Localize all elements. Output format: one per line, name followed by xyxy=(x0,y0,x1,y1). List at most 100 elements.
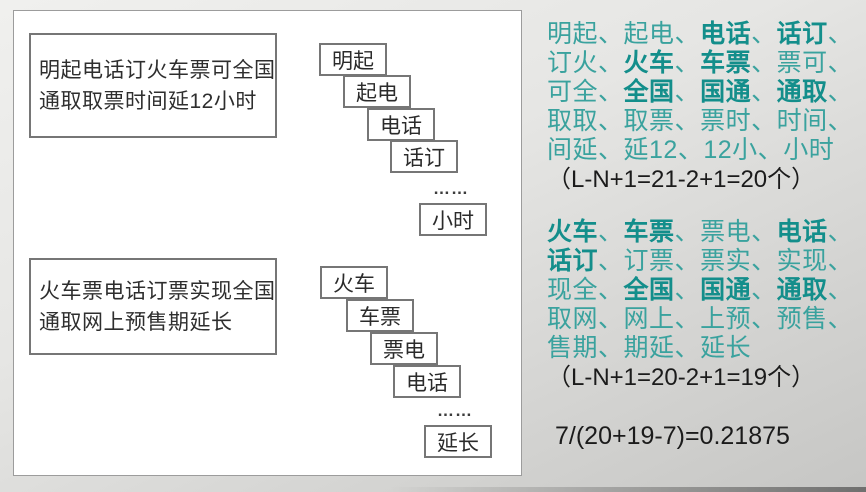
separator: 、 xyxy=(674,78,701,106)
bigram-shared: 电话 xyxy=(776,218,828,246)
bigram-box: 车票 xyxy=(346,299,414,332)
bottom-edge-shadow xyxy=(389,487,866,492)
sentence-box-1: 明起电话订火车票可全国 通取取票时间延12小时 xyxy=(29,33,277,138)
bigram: 可全 xyxy=(547,78,599,106)
separator: 、 xyxy=(674,107,701,135)
separator: 、 xyxy=(674,247,701,275)
separator: 、 xyxy=(598,49,624,77)
separator: 、 xyxy=(827,49,854,77)
bigram-box: 票电 xyxy=(370,332,438,365)
bigram-shared: 火车 xyxy=(547,218,599,246)
count-formula-2: （L-N+1=20-2+1=19个） xyxy=(547,364,816,391)
separator: 、 xyxy=(827,107,854,135)
bigram-analysis-column: 明起、起电、电话、话订、订火、火车、车票、票可、可全、全国、国通、通取、取取、取… xyxy=(547,20,863,451)
bigram-box: 火车 xyxy=(320,266,388,299)
bigram-shared: 车票 xyxy=(700,49,752,77)
bigram-box: 明起 xyxy=(319,43,387,76)
bigram: 订票 xyxy=(623,247,675,275)
bigram: 订火 xyxy=(547,49,599,77)
separator: 、 xyxy=(598,247,624,275)
ellipsis: …… xyxy=(437,401,473,420)
sentence-2-line-2: 通取网上预售期延长 xyxy=(39,310,233,334)
separator: 、 xyxy=(751,78,777,106)
bigram-shared: 国通 xyxy=(700,276,752,304)
sentence-box-2: 火车票电话订票实现全国 通取网上预售期延长 xyxy=(29,258,277,355)
separator: 、 xyxy=(598,276,624,304)
sentence-1-line-1: 明起电话订火车票可全国 xyxy=(39,58,276,82)
separator: 、 xyxy=(674,334,701,362)
bigram-shared: 通取 xyxy=(776,276,828,304)
bigram-line: 话订、订票、票实、实现、 xyxy=(547,247,863,276)
bigram: 网上 xyxy=(623,305,675,333)
similarity-formula: 7/(20+19-7)=0.21875 xyxy=(555,422,790,450)
bigram-box: 电话 xyxy=(367,108,435,141)
separator: 、 xyxy=(751,107,777,135)
sentence-1-line-2: 通取取票时间延12小时 xyxy=(39,89,257,113)
bigram: 间延 xyxy=(547,136,599,164)
bigram: 售期 xyxy=(547,334,599,362)
bigram: 期延 xyxy=(623,334,675,362)
bigram: 实现 xyxy=(776,247,828,275)
separator: 、 xyxy=(751,305,777,333)
bigram-shared: 话订 xyxy=(776,20,828,48)
separator: 、 xyxy=(598,20,624,48)
separator: 、 xyxy=(751,276,777,304)
separator: 、 xyxy=(674,218,701,246)
bigram-line: 订火、火车、车票、票可、 xyxy=(547,49,863,78)
separator: 、 xyxy=(674,20,701,48)
bigram-shared: 电话 xyxy=(700,20,752,48)
bigram-shared: 话订 xyxy=(547,247,599,275)
separator: 、 xyxy=(827,276,854,304)
count-formula-1: （L-N+1=21-2+1=20个） xyxy=(547,166,816,193)
bigram: 现全 xyxy=(547,276,599,304)
bigram: 票可 xyxy=(776,49,828,77)
separator: 、 xyxy=(677,136,704,164)
separator: 、 xyxy=(674,276,701,304)
bigram: 取网 xyxy=(547,305,599,333)
bigram-shared: 全国 xyxy=(623,78,675,106)
bigram: 票实 xyxy=(700,247,752,275)
bigram: 取票 xyxy=(623,107,675,135)
bigram-line: 可全、全国、国通、通取、 xyxy=(547,78,863,107)
bigram-box: 电话 xyxy=(393,365,461,398)
diagram-panel: 明起电话订火车票可全国 通取取票时间延12小时 明起 起电 电话 话订 …… 小… xyxy=(13,10,522,476)
separator: 、 xyxy=(751,218,777,246)
bigram-list-1: 明起、起电、电话、话订、订火、火车、车票、票可、可全、全国、国通、通取、取取、取… xyxy=(547,20,863,165)
bigram: 12小 xyxy=(703,136,758,164)
bigram-box: 小时 xyxy=(419,203,487,236)
bigram-box: 起电 xyxy=(343,75,411,108)
bigram-shared: 通取 xyxy=(776,78,828,106)
separator: 、 xyxy=(757,136,784,164)
bigram-line: 售期、期延、延长 xyxy=(547,334,863,363)
bigram: 小时 xyxy=(783,136,835,164)
separator: 、 xyxy=(751,247,777,275)
bigram-line: 间延、延12、12小、小时 xyxy=(547,136,863,165)
separator: 、 xyxy=(598,305,624,333)
separator: 、 xyxy=(827,305,854,333)
bigram-line: 现全、全国、国通、通取、 xyxy=(547,276,863,305)
separator: 、 xyxy=(598,107,624,135)
bigram-box: 话订 xyxy=(390,140,458,173)
bigram-box: 延长 xyxy=(424,425,492,458)
bigram: 延12 xyxy=(623,136,678,164)
separator: 、 xyxy=(827,247,854,275)
bigram-list-2: 火车、车票、票电、电话、话订、订票、票实、实现、现全、全国、国通、通取、取网、网… xyxy=(547,218,863,363)
separator: 、 xyxy=(751,20,777,48)
bigram-line: 取取、取票、票时、时间、 xyxy=(547,107,863,136)
bigram: 取取 xyxy=(547,107,599,135)
separator: 、 xyxy=(598,78,624,106)
separator: 、 xyxy=(751,49,777,77)
separator: 、 xyxy=(598,218,624,246)
separator: 、 xyxy=(827,218,854,246)
ellipsis: …… xyxy=(433,179,469,198)
separator: 、 xyxy=(598,334,624,362)
bigram: 预售 xyxy=(776,305,828,333)
bigram: 明起 xyxy=(547,20,599,48)
sentence-2-line-1: 火车票电话订票实现全国 xyxy=(39,279,276,303)
bigram: 延长 xyxy=(700,334,752,362)
separator: 、 xyxy=(598,136,624,164)
separator: 、 xyxy=(827,20,854,48)
bigram: 起电 xyxy=(623,20,675,48)
bigram: 票时 xyxy=(700,107,752,135)
bigram-shared: 全国 xyxy=(623,276,675,304)
